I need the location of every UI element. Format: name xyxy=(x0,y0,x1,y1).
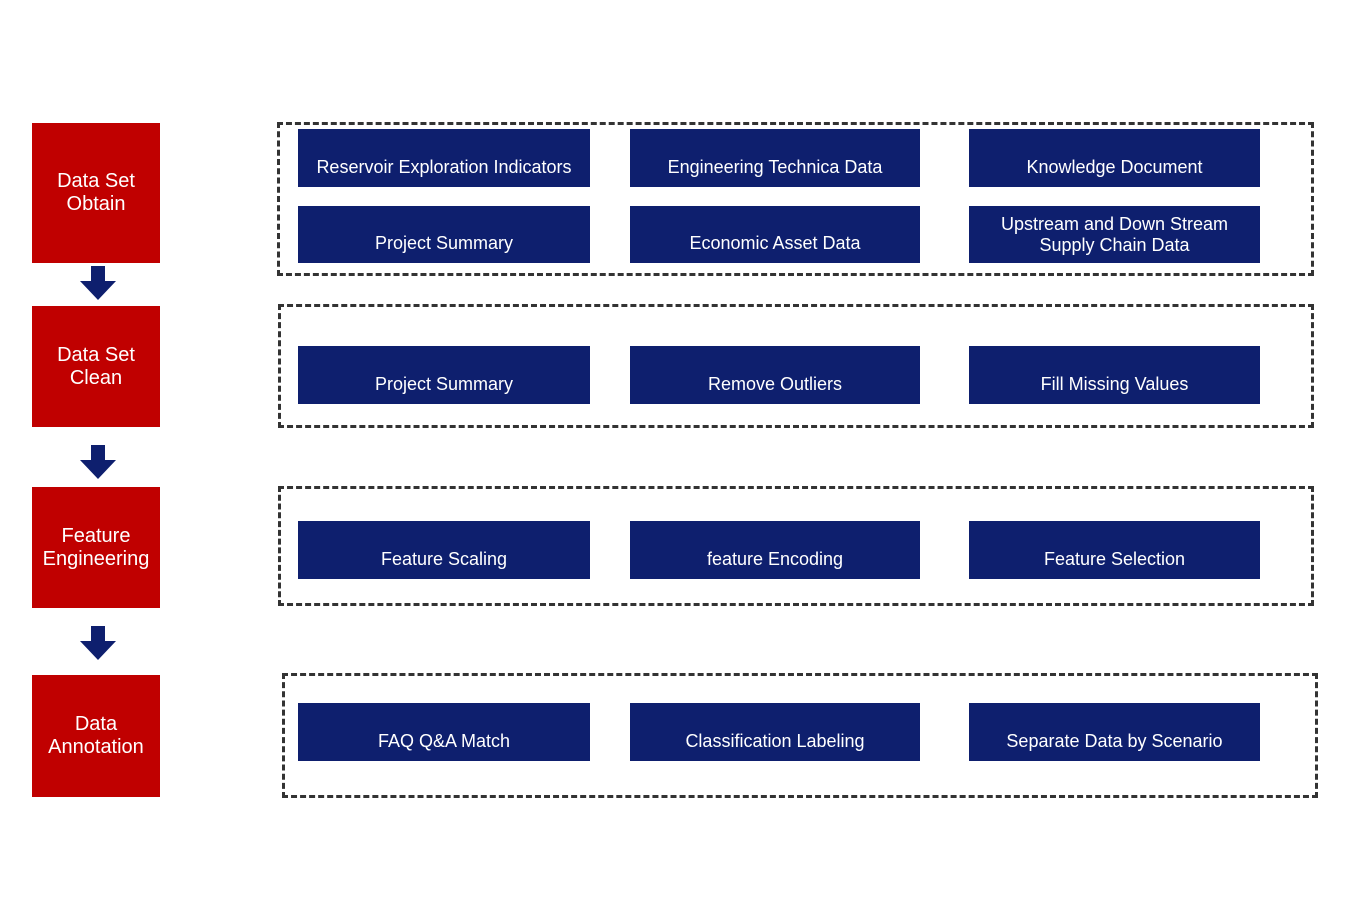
item-box: Economic Asset Data xyxy=(630,206,920,263)
item-box: Engineering Technica Data xyxy=(630,129,920,187)
group-feature-engineering xyxy=(278,486,1314,606)
stage-data-set-clean: Data Set Clean xyxy=(32,306,160,427)
item-box: Feature Scaling xyxy=(298,521,590,579)
group-data-set-clean xyxy=(278,304,1314,428)
item-box: Separate Data by Scenario xyxy=(969,703,1260,761)
item-box: Classification Labeling xyxy=(630,703,920,761)
down-arrow-icon xyxy=(80,626,116,660)
stage-feature-engineering: Feature Engineering xyxy=(32,487,160,608)
item-box: Reservoir Exploration Indicators xyxy=(298,129,590,187)
item-box: Project Summary xyxy=(298,346,590,404)
down-arrow-icon xyxy=(80,445,116,479)
group-data-set-obtain xyxy=(277,122,1314,276)
group-data-annotation xyxy=(282,673,1318,798)
item-box: feature Encoding xyxy=(630,521,920,579)
stage-data-annotation: Data Annotation xyxy=(32,675,160,797)
item-box: Upstream and Down Stream Supply Chain Da… xyxy=(969,206,1260,263)
down-arrow-icon xyxy=(80,266,116,300)
item-box: Project Summary xyxy=(298,206,590,263)
item-box: FAQ Q&A Match xyxy=(298,703,590,761)
item-box: Remove Outliers xyxy=(630,346,920,404)
item-box: Fill Missing Values xyxy=(969,346,1260,404)
item-box: Feature Selection xyxy=(969,521,1260,579)
item-box: Knowledge Document xyxy=(969,129,1260,187)
stage-data-set-obtain: Data Set Obtain xyxy=(32,123,160,263)
